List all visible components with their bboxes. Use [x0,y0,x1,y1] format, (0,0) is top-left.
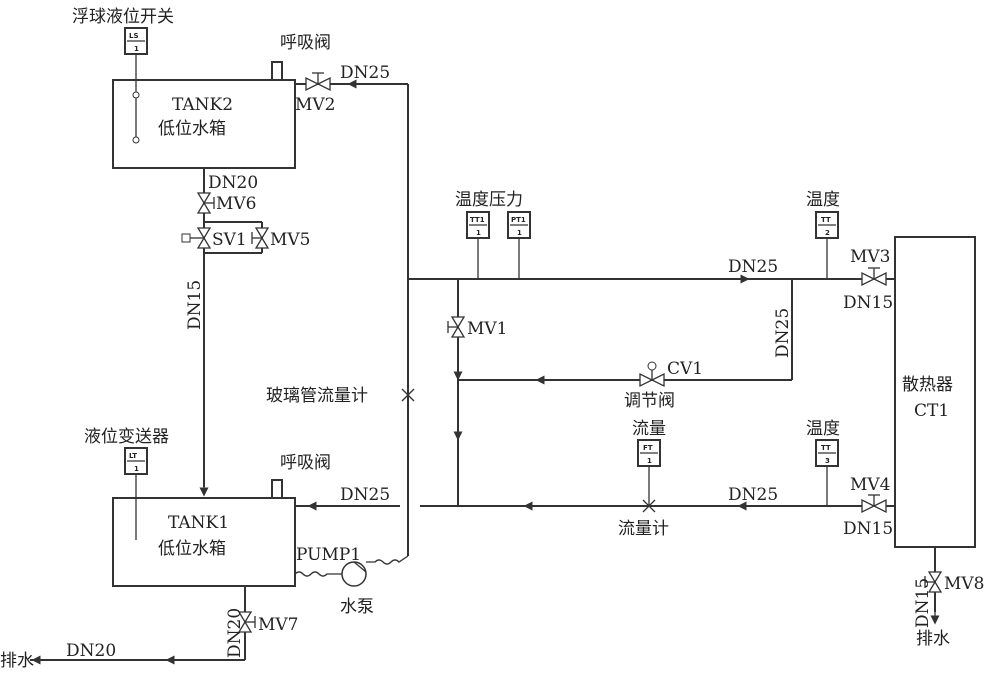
float-switch-label: 浮球液位开关 [72,7,174,27]
ls-num: 1 [134,45,139,53]
tt3-tag: TT [821,444,831,452]
pt1-tag: PT1 [511,216,526,224]
tank1-name: TANK1 [168,513,229,533]
sv1-label: SV1 [212,230,247,250]
mv2-label: MV2 [295,95,336,115]
mv6-valve [196,192,215,214]
glass-flowmeter-label: 玻璃管流量计 [266,386,368,406]
mv2-valve [305,72,331,92]
tt2-num: 2 [825,229,830,237]
dn15-drain-label: DN15 [913,578,933,628]
regulating-valve-label: 调节阀 [624,391,675,411]
mv7-valve [237,611,256,633]
flow-label: 流量 [632,419,666,439]
mv1-valve [447,316,466,338]
dn15-vertical-label: DN15 [185,280,205,330]
mv7-label: MV7 [258,615,299,635]
flowmeter-label: 流量计 [618,519,669,539]
pump-desc: 水泵 [340,597,374,617]
breather-bottom-label: 呼吸阀 [280,453,331,473]
radiator-id: CT1 [914,401,949,421]
drain-right-label: 排水 [916,629,950,649]
cv1-label: CV1 [667,359,703,379]
drain-left-label: 排水 [0,651,34,671]
dn20-drain-label: DN20 [225,608,245,658]
tt2-tag: TT [821,216,831,224]
radiator-label: 散热器 [902,375,953,395]
tank2-desc: 低位水箱 [158,119,226,139]
pump-label: PUMP1 [296,545,361,565]
ft-instrument: FT 1 [637,439,661,513]
tt2-instrument: TT 2 [815,211,839,279]
lt-num: 1 [134,465,139,473]
level-transmitter-label: 液位变送器 [84,427,169,447]
dn15-mv3-label: DN15 [843,293,893,313]
float-switch-instrument: LS 1 [124,27,148,144]
temp-1-label: 温度 [806,190,840,210]
tt1-tag: TT1 [470,216,485,224]
temp-pressure-label: 温度压力 [455,190,523,210]
sv1-valve [181,227,212,249]
tank2-name: TANK2 [172,95,233,115]
lt-tag: LT [129,452,137,460]
radiator-ct1 [894,236,976,548]
mv4-label: MV4 [850,475,891,495]
ft-tag: FT [643,444,653,452]
mv8-label: MV8 [944,574,985,594]
tt1-instrument: TT1 1 [466,211,490,279]
dn25-top-label: DN25 [340,63,390,83]
breather-valve-top [271,61,283,81]
mv1-label: MV1 [467,319,508,339]
mv3-valve [861,267,887,287]
dn25-tank1-label: DN25 [340,485,390,505]
tt3-num: 3 [825,457,830,465]
breather-valve-bottom [271,479,283,499]
pt1-num: 1 [517,229,522,237]
tt3-instrument: TT 3 [815,439,839,506]
mv3-label: MV3 [850,247,891,267]
mv8-valve [924,571,943,593]
temp-2-label: 温度 [806,419,840,439]
cv1-valve [639,361,665,388]
pt1-instrument: PT1 1 [507,211,531,279]
mv6-label: MV6 [216,194,257,214]
breather-top-label: 呼吸阀 [280,33,331,53]
lt-instrument: LT 1 [124,447,148,540]
drain-left-dn-label: DN20 [66,641,116,661]
dn25-vert-right-label: DN25 [773,308,793,358]
pump1-symbol [294,555,409,587]
tank1 [112,497,296,587]
ft-num: 1 [647,457,652,465]
glass-flowmeter-symbol [401,388,415,402]
dn20-tank2-label: DN20 [208,173,258,193]
mv5-valve [251,227,270,249]
dn25-main-label: DN25 [728,257,778,277]
dn25-return-label: DN25 [728,485,778,505]
dn15-mv4-label: DN15 [843,519,893,539]
mv4-valve [861,494,887,514]
tt1-num: 1 [476,229,481,237]
ls-tag: LS [129,32,139,40]
tank1-desc: 低位水箱 [158,539,226,559]
tank2 [112,79,296,169]
mv5-label: MV5 [270,230,311,250]
